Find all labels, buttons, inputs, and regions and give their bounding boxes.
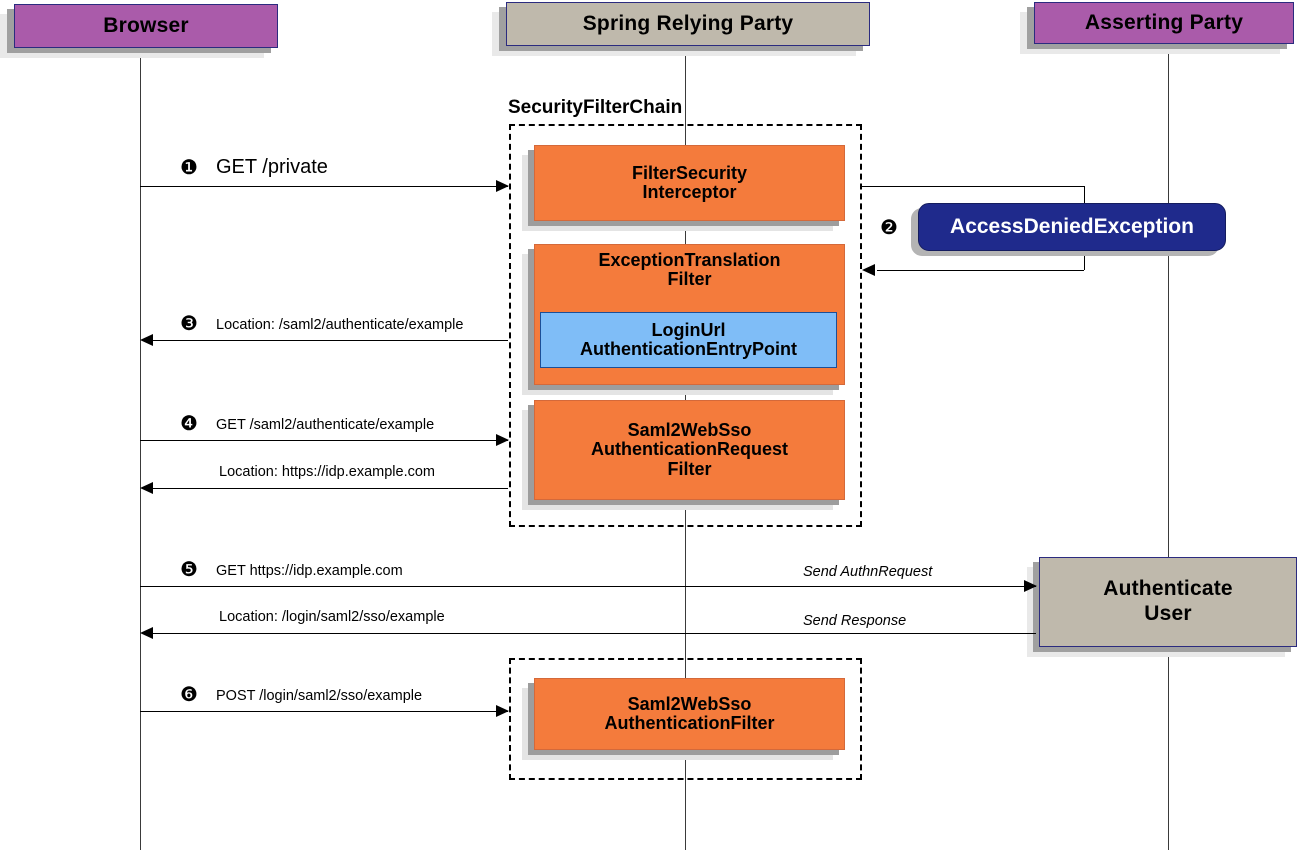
actor-spring-relying-party[interactable]: Spring Relying Party (506, 2, 870, 46)
lifeline-asserting-party (1168, 46, 1169, 850)
exception-loop-bottom-segment (877, 270, 1084, 271)
message-arrow-3-head (140, 334, 153, 346)
saml2-websso-authentication-request-filter[interactable]: Saml2WebSso AuthenticationRequest Filter (534, 400, 845, 500)
message-label-location-saml2-authenticate: Location: /saml2/authenticate/example (216, 317, 464, 333)
filter-security-interceptor[interactable]: FilterSecurity Interceptor (534, 145, 845, 221)
filter-security-interceptor-label: FilterSecurity Interceptor (631, 162, 748, 202)
message-arrow-6-line (140, 711, 508, 712)
security-filter-chain-box-lower (509, 658, 862, 780)
security-filter-chain-box (509, 124, 862, 527)
message-arrow-5-head (1024, 580, 1037, 592)
exception-loop-arrowhead (862, 264, 875, 276)
access-denied-exception-label: AccessDeniedException (950, 215, 1194, 238)
actor-asserting-party-label: Asserting Party (1084, 11, 1244, 34)
actor-relying-party-label: Spring Relying Party (582, 12, 794, 35)
message-label-get-saml2-authenticate: GET /saml2/authenticate/example (216, 417, 435, 433)
actor-browser[interactable]: Browser (14, 4, 278, 48)
saml2-websso-authentication-filter[interactable]: Saml2WebSso AuthenticationFilter (534, 678, 845, 750)
login-url-authentication-entry-point-label: LoginUrl AuthenticationEntryPoint (580, 319, 797, 359)
message-label-send-response: Send Response (803, 613, 907, 629)
message-arrow-6-head (496, 705, 509, 717)
message-label-post-login-sso: POST /login/saml2/sso/example (216, 688, 423, 704)
message-arrow-response-line (146, 633, 1036, 634)
message-label-location-login-sso: Location: /login/saml2/sso/example (219, 609, 445, 625)
message-arrow-4-line (140, 440, 508, 441)
security-filter-chain-label: SecurityFilterChain (508, 97, 683, 118)
message-label-get-private: GET /private (216, 156, 328, 178)
message-label-get-idp: GET https://idp.example.com (216, 563, 403, 579)
message-arrow-5-line (140, 586, 1036, 587)
exception-loop-top-segment (862, 186, 1084, 187)
step-number-4: ❹ (180, 411, 198, 435)
message-arrow-4-head (496, 434, 509, 446)
message-arrow-3-line (146, 340, 508, 341)
message-arrow-idp-line (146, 488, 508, 489)
authenticate-user-box[interactable]: Authenticate User (1039, 557, 1297, 647)
message-arrow-1-head (496, 180, 509, 192)
login-url-authentication-entry-point[interactable]: LoginUrl AuthenticationEntryPoint (540, 312, 837, 368)
access-denied-exception-bubble[interactable]: AccessDeniedException (918, 203, 1226, 251)
step-number-1: ❶ (180, 155, 198, 179)
authenticate-user-label: Authenticate User (1103, 577, 1233, 625)
lifeline-browser (140, 52, 141, 850)
saml2-websso-authentication-request-filter-label: Saml2WebSso AuthenticationRequest Filter (590, 419, 788, 479)
step-number-2: ❷ (880, 215, 898, 239)
exception-translation-filter-label: ExceptionTranslation Filter (598, 250, 781, 290)
message-label-send-authn-request: Send AuthnRequest (803, 564, 933, 580)
actor-asserting-party[interactable]: Asserting Party (1034, 2, 1294, 44)
message-arrow-1-line (140, 186, 508, 187)
message-label-location-idp: Location: https://idp.example.com (219, 464, 436, 480)
step-number-3: ❸ (180, 311, 198, 335)
saml2-websso-authentication-filter-label: Saml2WebSso AuthenticationFilter (604, 693, 775, 733)
actor-browser-label: Browser (103, 14, 189, 37)
message-arrow-response-head (140, 627, 153, 639)
step-number-5: ❺ (180, 557, 198, 581)
message-arrow-idp-head (140, 482, 153, 494)
step-number-6: ❻ (180, 682, 198, 706)
